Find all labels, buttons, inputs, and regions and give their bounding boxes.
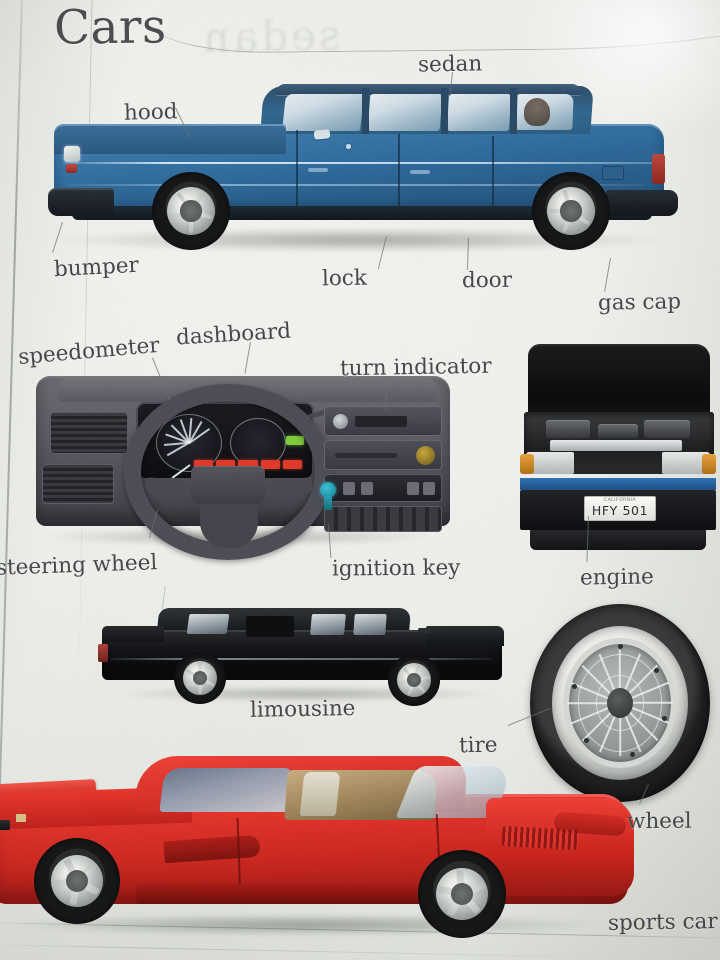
photo-sedan [46,78,686,263]
photo-sports-car [0,742,646,952]
limousine-rear-wheel [174,652,226,704]
engine-body-stripe [520,478,716,490]
engine-radiator-support [550,440,682,451]
sedan-chrome-strip-lower [66,184,646,186]
dashboard-center-stack [324,406,442,532]
photo-limousine [96,586,516,706]
engine-headlight-left [526,452,574,474]
sedan-door-line-front [296,130,298,214]
ignition-key-object [324,496,332,510]
sports-car-taillight [0,820,10,830]
sedan-headlight [64,146,80,162]
engine-component-right [644,420,690,438]
sedan-front-bumper [48,188,114,216]
engine-open-hood [528,344,710,420]
car-radio [324,406,442,436]
sedan-turn-lamp [66,164,77,173]
sedan-rear-bumper [606,190,678,216]
wheel-mesh-spokes [567,650,673,756]
sports-car-rear-wheel [34,838,120,924]
engine-turn-signal-left [520,454,534,474]
sedan-rear-wheel [532,172,610,250]
dashboard-vent-upper [50,412,128,454]
sedan-gas-cap [602,166,624,180]
sedan-door-line-rear [492,136,494,214]
limousine-privacy-window [246,616,294,637]
limousine-front-wheel [388,654,440,706]
engine-turn-signal-right [702,454,716,474]
sedan-driver [524,98,550,126]
sedan-taillight [652,154,665,184]
limousine-mirror [418,628,431,634]
sedan-door-lock [346,144,351,149]
sports-car-rocker [136,884,446,904]
climate-controls [324,440,442,470]
steering-wheel-hub [191,466,265,504]
sedan-door-handle-front [308,168,328,172]
dashboard-lower-vent [324,506,442,532]
engine-lower-valance [530,530,706,550]
engine-component-mid [598,424,638,438]
sedan-roof [276,84,581,95]
wheel-hub-cap [607,688,633,718]
photo-dashboard [28,368,458,563]
sedan-door-handle-rear [410,170,430,174]
sedan-hood [54,124,286,154]
limousine-trunk [102,626,164,642]
sedan-d-pillar [510,88,517,134]
engine-component-left [546,420,590,438]
ignition-switch [320,482,336,498]
limousine-chrome-trim [110,658,492,660]
sedan-c-pillar [441,88,448,134]
license-plate-number: HFY 501 [592,504,648,518]
sports-car-badge [16,814,26,822]
engine-headlight-right [662,452,710,474]
limousine-taillight [98,644,108,662]
sedan-front-wheel [152,172,230,250]
license-plate: CALIFORNIA HFY 501 [584,496,656,521]
sedan-chrome-strip [62,162,658,165]
sedan-door-line-mid [398,134,400,214]
limousine-hood [426,626,504,646]
photo-tire-wheel [530,604,710,802]
sedan-b-pillar [362,88,369,134]
sports-car-front-wheel [418,850,506,938]
photo-engine: CALIFORNIA HFY 501 [520,344,716,556]
switch-panel [324,474,442,502]
dashboard-vent-lower [42,464,114,504]
steering-spoke-bottom [200,498,258,548]
license-plate-state: CALIFORNIA [604,499,636,504]
